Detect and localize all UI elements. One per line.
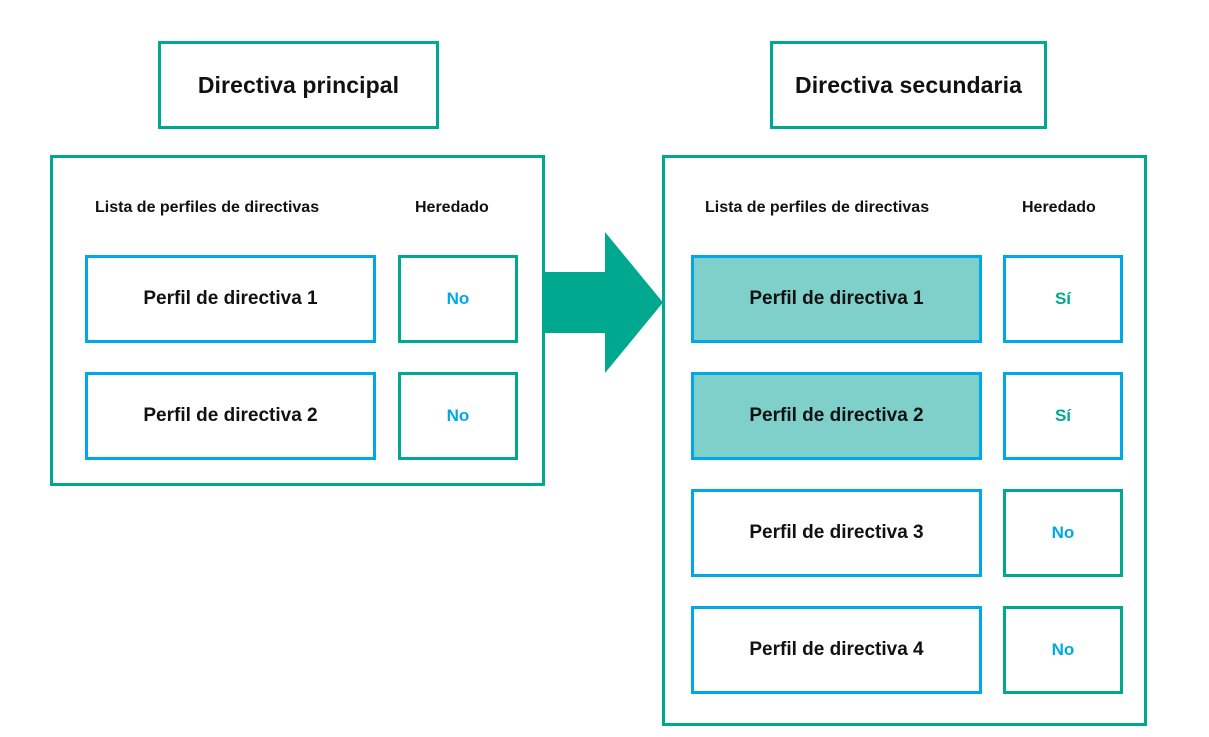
secondary-inherited-value-4: No (1051, 640, 1075, 659)
primary-profile-label-1: Perfil de directiva 1 (143, 288, 318, 309)
primary-profile-label-2: Perfil de directiva 2 (143, 405, 318, 426)
title-box-secondary-policy: Directiva secundaria (770, 41, 1047, 129)
secondary-profile-box-1[interactable]: Perfil de directiva 1 (691, 255, 982, 343)
secondary-profile-label-1: Perfil de directiva 1 (749, 288, 924, 309)
primary-column-header-profile-list: Lista de perfiles de directivas (95, 199, 320, 216)
secondary-inherited-box-3: No (1003, 489, 1123, 577)
primary-inherited-value-2: No (446, 406, 470, 425)
secondary-policy-panel: Lista de perfiles de directivas Heredado… (662, 155, 1147, 726)
secondary-inherited-value-3: No (1051, 523, 1075, 542)
secondary-profile-label-2: Perfil de directiva 2 (749, 405, 924, 426)
secondary-profile-label-3: Perfil de directiva 3 (749, 522, 924, 543)
secondary-profile-label-4: Perfil de directiva 4 (749, 639, 924, 660)
primary-inherited-value-1: No (446, 289, 470, 308)
primary-inherited-box-1: No (398, 255, 518, 343)
primary-inherited-box-2: No (398, 372, 518, 460)
secondary-inherited-value-1: Sí (1054, 289, 1072, 308)
secondary-inherited-box-1: Sí (1003, 255, 1123, 343)
title-primary-label: Directiva principal (197, 71, 400, 98)
secondary-profile-box-4[interactable]: Perfil de directiva 4 (691, 606, 982, 694)
primary-column-header-inherited: Heredado (415, 199, 489, 216)
secondary-profile-box-3[interactable]: Perfil de directiva 3 (691, 489, 982, 577)
primary-policy-panel: Lista de perfiles de directivas Heredado… (50, 155, 545, 486)
right-arrow-icon (543, 232, 663, 373)
secondary-profile-box-2[interactable]: Perfil de directiva 2 (691, 372, 982, 460)
secondary-inherited-box-4: No (1003, 606, 1123, 694)
secondary-inherited-value-2: Sí (1054, 406, 1072, 425)
secondary-inherited-box-2: Sí (1003, 372, 1123, 460)
primary-profile-box-2[interactable]: Perfil de directiva 2 (85, 372, 376, 460)
title-box-primary-policy: Directiva principal (158, 41, 439, 129)
secondary-column-header-profile-list: Lista de perfiles de directivas (705, 199, 930, 216)
primary-profile-box-1[interactable]: Perfil de directiva 1 (85, 255, 376, 343)
title-secondary-label: Directiva secundaria (794, 71, 1022, 98)
secondary-column-header-inherited: Heredado (1022, 199, 1096, 216)
